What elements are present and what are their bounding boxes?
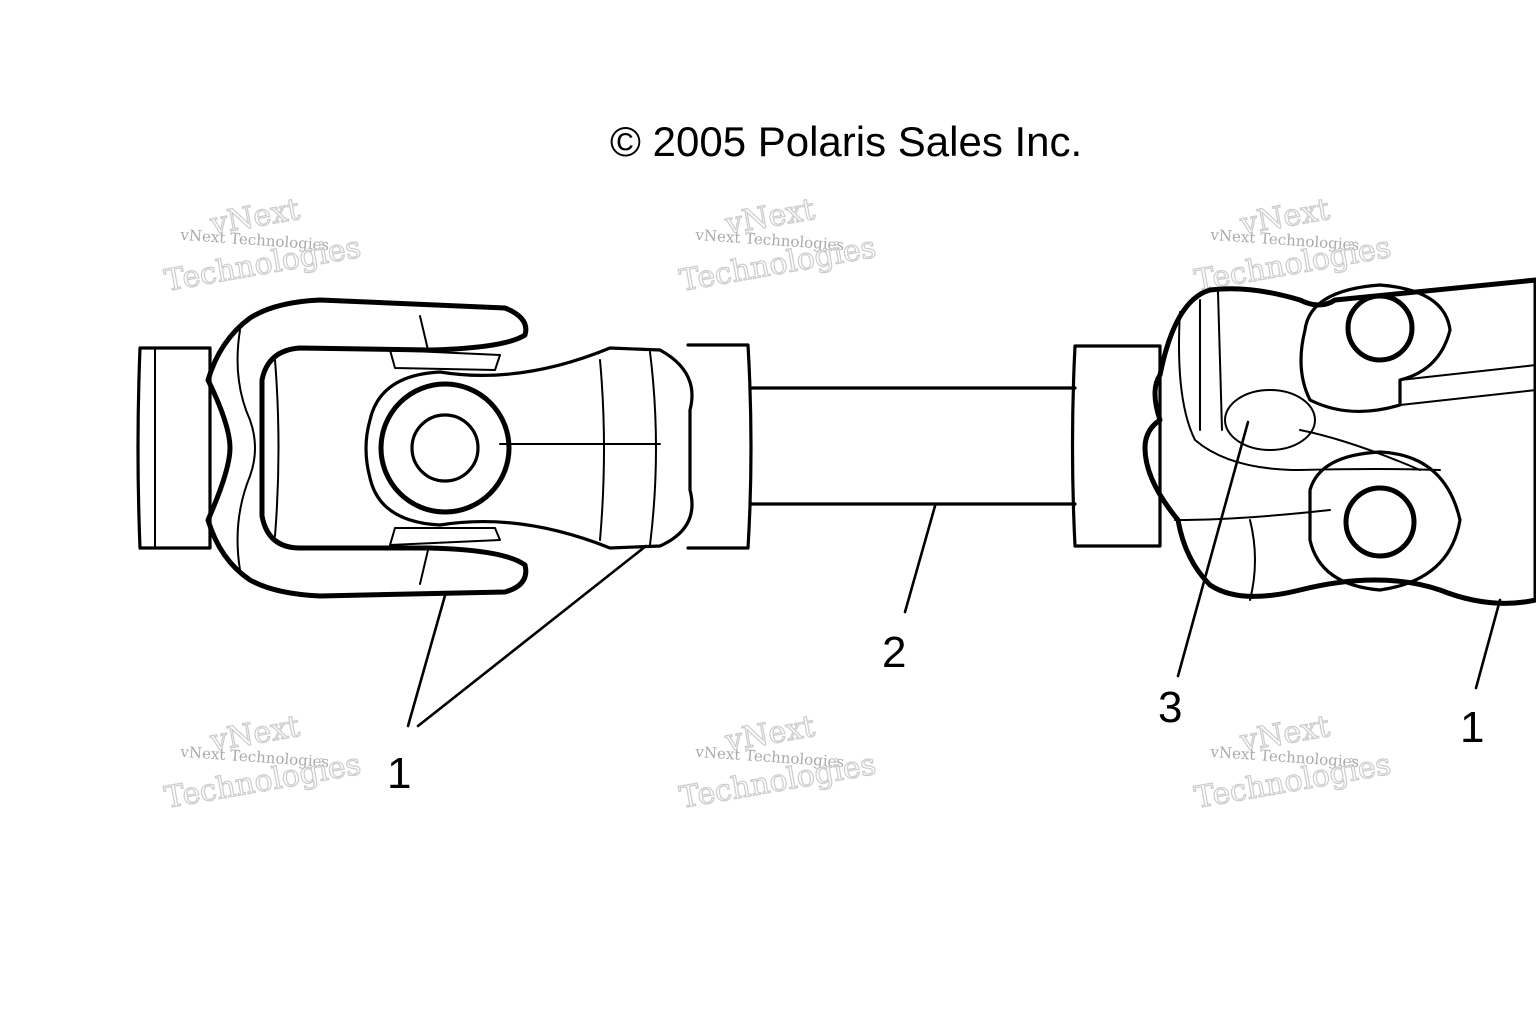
watermark-top-left: vNext vNext Technologies Technologies [161,191,364,299]
callout-1-right: 1 [1460,703,1484,752]
callout-2: 2 [882,628,906,677]
leader-lines [406,420,1502,728]
copyright-title: © 2005 Polaris Sales Inc. [610,118,1082,165]
watermark-bottom-left: vNext vNext Technologies Technologies [161,708,364,816]
left-u-joint [136,297,753,599]
watermark-top-right: vNext vNext Technologies Technologies [1191,191,1394,299]
watermark-top-center: vNext vNext Technologies Technologies [676,191,879,299]
watermark-bottom-right: vNext vNext Technologies Technologies [1191,708,1394,816]
callout-3: 3 [1158,683,1182,732]
drive-shaft [750,386,1077,506]
callout-1-left: 1 [387,749,411,798]
watermark-bottom-center: vNext vNext Technologies Technologies [676,708,879,816]
right-u-joint [1070,277,1536,606]
